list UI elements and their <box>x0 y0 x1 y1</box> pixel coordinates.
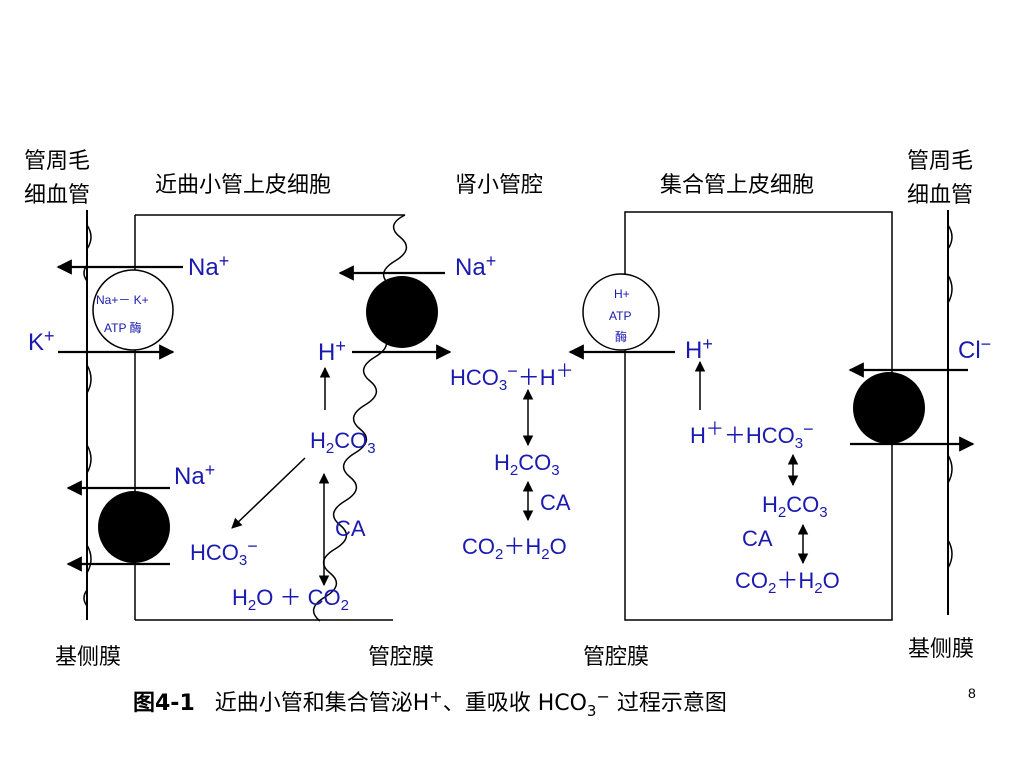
na-k-pump-label-2: ATP 酶 <box>104 320 142 335</box>
basolateral-left-label: 基侧膜 <box>55 645 121 670</box>
right-capillary-wall <box>947 210 953 615</box>
left-capillary-label-1: 管周毛 <box>24 149 90 174</box>
hco3-h-lumen: HCO3−＋H＋ <box>450 361 574 394</box>
h-hco3-collecting: H＋＋HCO3− <box>690 419 814 452</box>
collecting-cell-outline <box>624 211 893 621</box>
right-capillary-label-2: 细血管 <box>907 183 973 208</box>
cl-ion-right: Cl− <box>958 334 991 364</box>
page-number: 8 <box>968 685 976 701</box>
h2co3-proximal: H2CO3 <box>310 428 376 457</box>
hco3-proximal: HCO3− <box>190 536 258 569</box>
ca-lumen: CA <box>540 490 571 515</box>
flow-arrows <box>56 259 975 572</box>
na-hco3-cotransporter <box>98 491 170 563</box>
proximal-cell-outline <box>134 214 408 622</box>
h2co3-collecting: H2CO3 <box>762 492 828 521</box>
collecting-cell-label: 集合管上皮细胞 <box>660 173 814 198</box>
left-capillary-wall <box>83 210 92 620</box>
proximal-cell-label: 近曲小管上皮细胞 <box>155 173 331 198</box>
cl-hco3-exchanger <box>853 372 925 444</box>
h-pump-label-2: ATP <box>609 309 631 323</box>
na-ion-lumen: Na+ <box>455 251 496 281</box>
na-k-atpase-pump <box>92 269 174 351</box>
ca-collecting: CA <box>742 526 773 551</box>
h-atpase-pump <box>582 273 660 351</box>
co2-h2o-lumen: CO2＋H2O <box>462 534 567 563</box>
left-capillary-label-2: 细血管 <box>24 183 90 208</box>
h-ion-proximal: H+ <box>318 336 346 366</box>
luminal-right-label: 管腔膜 <box>583 645 649 670</box>
co2-h2o-collecting: CO2＋H2O <box>735 568 840 597</box>
right-capillary-label-1: 管周毛 <box>907 149 973 174</box>
h2o-co2-proximal: H2O ＋ CO2 <box>232 585 349 614</box>
ca-proximal: CA <box>335 516 366 541</box>
h2co3-lumen: H2CO3 <box>494 450 560 479</box>
lumen-label: 肾小管腔 <box>455 173 543 198</box>
h-pump-label-1: H+ <box>614 287 630 301</box>
basolateral-right-label: 基侧膜 <box>908 637 974 662</box>
na-h-exchanger <box>366 276 438 348</box>
na-k-pump-label-1: Na+－ K+ <box>96 293 149 307</box>
luminal-left-label: 管腔膜 <box>368 645 434 670</box>
h-pump-label-3: 酶 <box>615 329 627 344</box>
k-ion-left: K+ <box>28 326 55 356</box>
na-ion-top-left: Na+ <box>188 251 229 281</box>
na-ion-bottom-left: Na+ <box>174 460 215 490</box>
h-ion-collecting: H+ <box>685 334 713 364</box>
reaction-arrows <box>231 360 809 587</box>
